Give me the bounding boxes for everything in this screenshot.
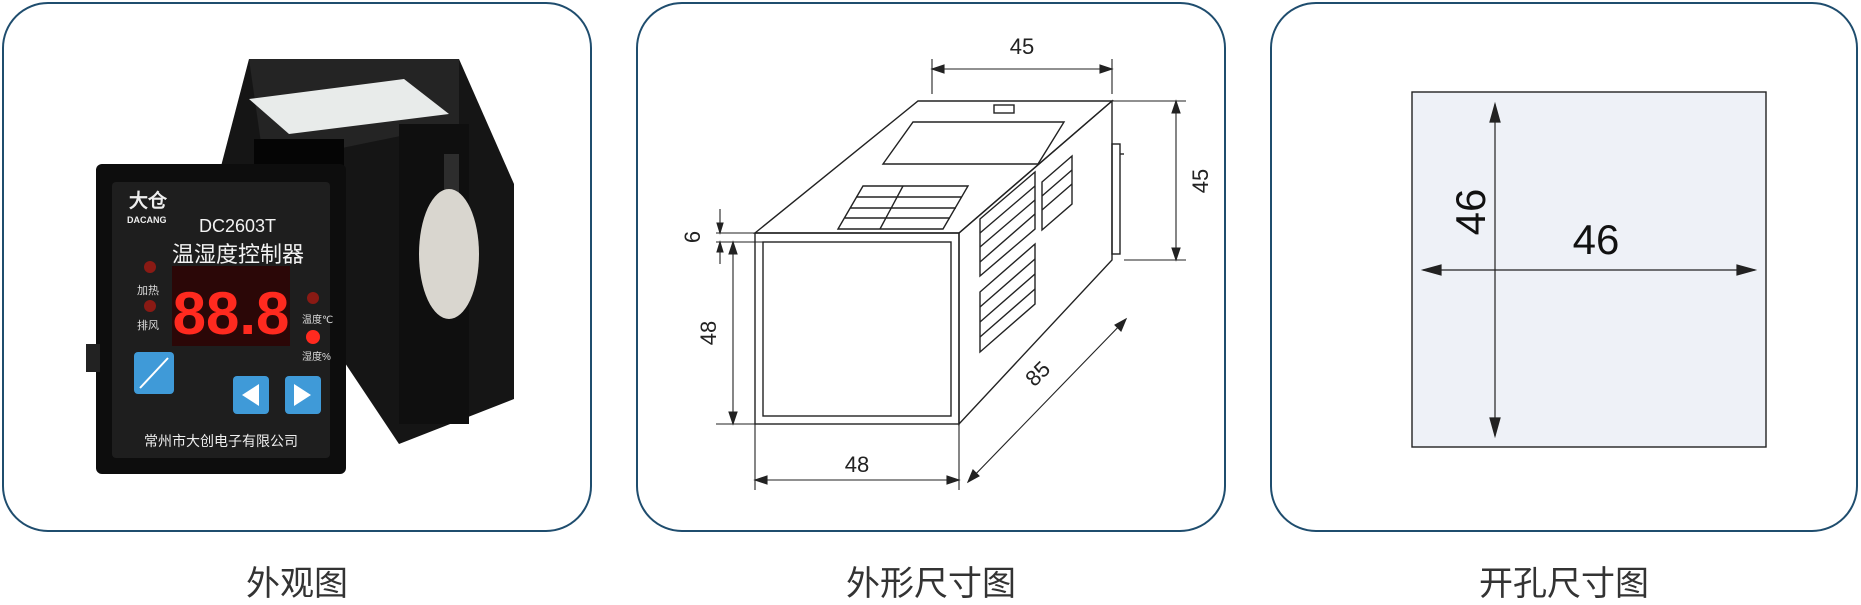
right-arrow-icon	[294, 384, 311, 406]
dim-height: 45	[1188, 169, 1213, 193]
cutout-caption: 开孔尺寸图	[1479, 564, 1649, 604]
led-temp	[307, 292, 319, 304]
logo-cn: 大仓	[129, 189, 168, 212]
left-arrow-icon	[242, 384, 259, 406]
cutout-width: 46	[1573, 216, 1620, 263]
cutout-drawing: 46 46	[1411, 91, 1767, 448]
appearance-caption: 外观图	[246, 564, 348, 604]
dim-bezel: 6	[680, 231, 705, 243]
display-value: 88.8	[173, 280, 290, 347]
led-hum	[306, 330, 320, 344]
top-label	[249, 79, 449, 134]
led-hum-label: 湿度%	[302, 350, 331, 363]
led-heat-label: 加热	[137, 284, 159, 297]
device-title: 温湿度控制器	[172, 242, 304, 267]
top-vent-outline	[836, 185, 970, 230]
dim-front-height: 48	[696, 321, 721, 345]
led-temp-label: 温度℃	[302, 313, 333, 326]
outline-dimension-panel: 45 45 6 48 48 85	[636, 2, 1226, 532]
side-sticker	[419, 189, 479, 319]
top-vent	[254, 139, 344, 167]
dim-depth: 85	[1020, 356, 1055, 391]
logo-en: DACANG	[127, 215, 167, 225]
device-photo: 大仓 DACANG DC2603T 温湿度控制器 加热 排风 温度℃ 湿度% 8…	[86, 59, 514, 474]
top-label-outline	[881, 121, 1066, 165]
dim-top-width: 45	[1010, 34, 1034, 59]
led-fan-label: 排风	[137, 318, 159, 332]
front-bezel-outline	[754, 232, 960, 425]
outline-caption: 外形尺寸图	[846, 564, 1016, 604]
led-heat	[144, 261, 156, 273]
dim-front-width: 48	[845, 452, 869, 477]
cutout-height: 46	[1447, 189, 1494, 236]
front-face-outline	[762, 241, 952, 417]
led-fan	[144, 300, 156, 312]
seven-seg-display	[172, 266, 290, 346]
device-model: DC2603T	[199, 216, 276, 236]
cutout-dimension-panel: 46 46	[1270, 2, 1858, 532]
maker-name: 常州市大创电子有限公司	[144, 433, 298, 449]
appearance-panel: 大仓 DACANG DC2603T 温湿度控制器 加热 排风 温度℃ 湿度% 8…	[2, 2, 592, 532]
outline-drawing: 45 45 6 48 48 85	[680, 34, 1213, 490]
